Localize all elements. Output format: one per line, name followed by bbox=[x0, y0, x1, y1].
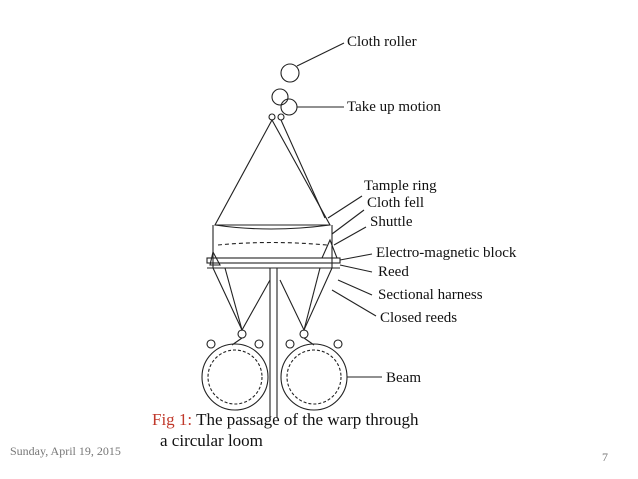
leader-cloth-fell bbox=[331, 209, 365, 235]
leader-electro bbox=[339, 253, 373, 261]
page-number: 7 bbox=[602, 450, 608, 464]
label-closed-reeds: Closed reeds bbox=[380, 310, 457, 326]
take-up-roller-shape-2 bbox=[280, 98, 298, 116]
lower-left-cone bbox=[212, 267, 271, 332]
label-tample-ring: Tample ring bbox=[364, 178, 437, 194]
middle-band bbox=[214, 224, 331, 230]
label-electro-magnetic-block: Electro-magnetic block bbox=[376, 245, 517, 261]
label-beam: Beam bbox=[386, 370, 421, 386]
label-take-up-motion: Take up motion bbox=[347, 99, 441, 115]
right-beam-shape bbox=[280, 339, 348, 411]
label-reed: Reed bbox=[378, 264, 409, 280]
leader-cloth-roller bbox=[296, 42, 345, 67]
electro-magnetic-block-shape bbox=[206, 257, 341, 264]
label-sectional-harness: Sectional harness bbox=[378, 287, 483, 303]
figure-caption-line2: a circular loom bbox=[160, 431, 263, 450]
label-shuttle: Shuttle bbox=[370, 214, 413, 230]
label-cloth-fell: Cloth fell bbox=[367, 195, 424, 211]
label-cloth-roller: Cloth roller bbox=[347, 34, 417, 50]
footer-date: Sunday, April 19, 2015 bbox=[10, 444, 121, 458]
cloth-roller-shape bbox=[280, 63, 300, 83]
left-beam-shape bbox=[201, 339, 269, 411]
figure-caption-line1: Fig 1: The passage of the warp through bbox=[152, 410, 419, 429]
figure-caption-text: The passage of the warp through bbox=[192, 410, 419, 429]
leader-harness bbox=[337, 279, 373, 296]
upper-cone bbox=[214, 118, 331, 226]
take-up-roller-shape bbox=[271, 88, 289, 106]
leader-tample-ring bbox=[327, 195, 363, 219]
leader-reed bbox=[339, 264, 373, 273]
leader-closed-reeds bbox=[331, 289, 377, 317]
leader-shuttle bbox=[333, 226, 367, 246]
figure-caption-prefix: Fig 1: bbox=[152, 410, 192, 429]
